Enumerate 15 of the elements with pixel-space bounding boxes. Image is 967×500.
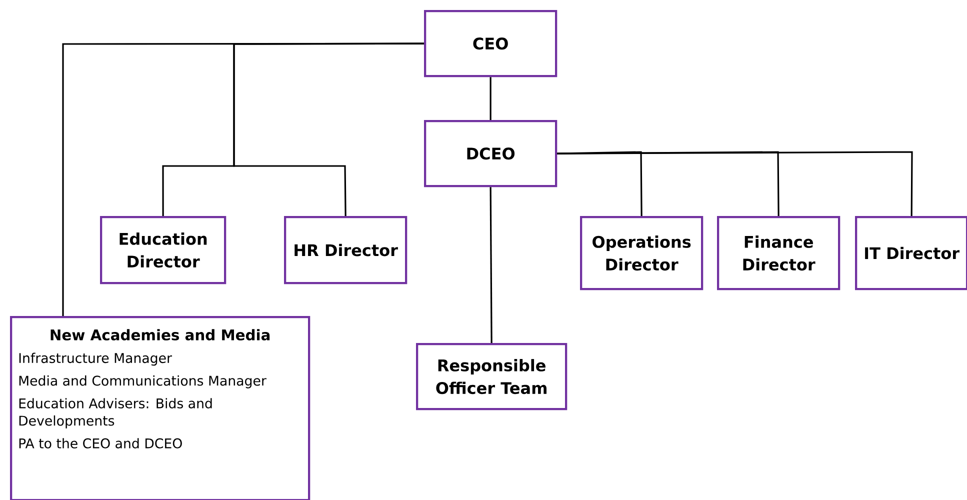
role-box: DCEO [424,120,558,188]
role-box: Operations Director [580,216,704,290]
connector-line [490,187,492,343]
department-box: New Academies and Media Infrastructure Manager Media and Communications Manager Education Advisers: Bids and Developments PA to the CEO and DCEO [10,316,310,500]
role-box: Responsible Officer Team [416,343,568,410]
role-box: CEO [424,10,558,78]
connector-line [557,151,642,216]
role-box: Education Director [100,216,226,284]
connector-line [490,77,492,120]
connector-line [62,42,424,316]
role-box: HR Director [284,216,408,284]
connector-line [557,151,780,216]
role-box: Finance Director [717,216,840,290]
role-box: IT Director [855,216,967,290]
connector-line [557,151,913,216]
